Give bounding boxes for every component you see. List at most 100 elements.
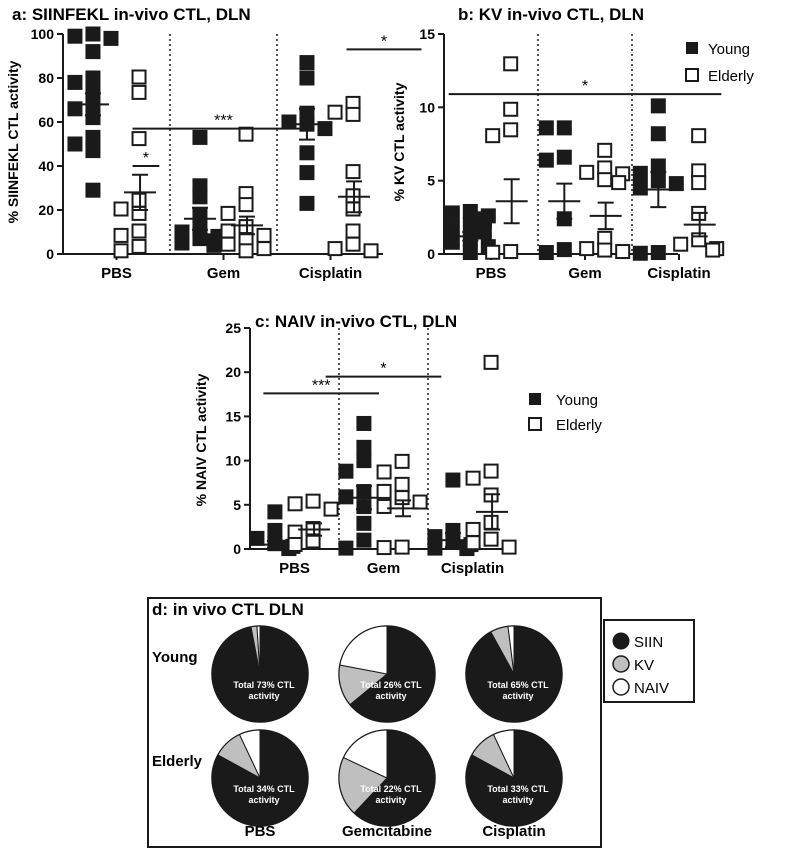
pie-total-label: Total 73% CTL	[233, 680, 295, 690]
chart-b-point-elderly	[673, 236, 689, 252]
pie-slice-naiv	[492, 729, 515, 779]
chart-a-ytick-label: 40	[38, 158, 54, 174]
chart-c-point-elderly	[394, 476, 410, 492]
chart-a-point-young	[206, 237, 222, 253]
chart-c-point-elderly	[483, 531, 499, 547]
legend-c-elderly-label: Elderly	[556, 417, 602, 434]
chart-a-point-elderly	[131, 238, 147, 254]
pie-total-label: activity	[502, 691, 533, 701]
chart-b-point-elderly	[485, 128, 501, 144]
chart-c-point-elderly	[465, 470, 481, 486]
chart-c-point-elderly	[376, 483, 392, 499]
chart-a-point-young	[299, 70, 315, 86]
legend-c-young-swatch	[529, 393, 541, 405]
chart-a-category-label: Cisplatin	[299, 265, 362, 282]
chart-b-title: b: KV in-vivo CTL, DLN	[458, 5, 644, 24]
chart-c-ytick-label: 0	[233, 541, 241, 557]
chart-c-point-young	[445, 472, 461, 488]
legend-b-elderly-swatch	[685, 68, 699, 82]
chart-c-point-young	[445, 522, 461, 538]
chart-c-category-label: Gem	[367, 560, 400, 577]
chart-b-ytick-label: 15	[419, 26, 435, 42]
chart-c-significance-label: *	[380, 361, 386, 378]
legend-c-young-label: Young	[556, 392, 598, 409]
pie-slice-naiv	[256, 625, 261, 675]
chart-b-point-elderly	[705, 242, 721, 258]
pie-total-label: activity	[248, 691, 279, 701]
pie-total-label: Total 22% CTL	[360, 784, 422, 794]
pie-slice-siin	[211, 729, 309, 827]
chart-a-point-young	[85, 44, 101, 60]
chart-c-title: c: NAIV in-vivo CTL, DLN	[255, 312, 457, 331]
chart-a-category-label: Gem	[207, 265, 240, 282]
chart-b-point-young	[462, 203, 478, 219]
chart-a-title: a: SIINFEKL in-vivo CTL, DLN	[12, 5, 251, 24]
chart-b-point-young	[632, 165, 648, 181]
chart-c-point-young	[356, 439, 372, 455]
legend-d-siin-swatch	[612, 632, 630, 650]
pie-slice-siin	[465, 729, 563, 827]
chart-c-point-elderly	[305, 493, 321, 509]
chart-b-point-young	[538, 152, 554, 168]
chart-a-point-elderly	[363, 243, 379, 259]
pie-col-cis-label: Cisplatin	[482, 823, 545, 840]
chart-c-point-elderly	[394, 453, 410, 469]
pie-slice-siin	[349, 625, 436, 723]
pie-slice-siin	[353, 729, 436, 827]
chart-a-point-young	[192, 129, 208, 145]
chart-b-point-elderly	[503, 56, 519, 72]
chart-a-point-elderly	[220, 236, 236, 252]
chart-a-significance-label: *	[381, 33, 387, 50]
chart-c-point-young	[338, 540, 354, 556]
chart-a-point-young	[85, 129, 101, 145]
legend-b-young-swatch	[686, 42, 698, 54]
chart-b-point-elderly	[579, 241, 595, 257]
chart-c-point-elderly	[501, 539, 517, 555]
chart-b-significance-label: *	[582, 78, 588, 95]
chart-a-point-young	[192, 231, 208, 247]
chart-a-point-elderly	[327, 241, 343, 257]
chart-c-point-young	[427, 540, 443, 556]
pie-slice-naiv	[238, 729, 261, 779]
chart-c-point-young	[249, 530, 265, 546]
chart-c-point-elderly	[376, 498, 392, 514]
chart-a-ytick-label: 0	[46, 246, 54, 262]
legend-d-naiv-label: NAIV	[634, 680, 669, 697]
pie-total-label: activity	[375, 691, 406, 701]
pie-total-label: activity	[248, 795, 279, 805]
chart-a-ylabel: % SIINFEKL CTL activity	[5, 60, 21, 223]
chart-c-ylabel: % NAIV CTL activity	[193, 373, 209, 506]
pie-row-young-label: Young	[152, 649, 198, 666]
pie-panel-frame	[147, 597, 602, 848]
pie-slice-naiv	[339, 625, 388, 675]
chart-b-point-young	[444, 220, 460, 236]
chart-a-point-young	[299, 55, 315, 71]
chart-b-point-young	[632, 180, 648, 196]
legend-b-young-label: Young	[708, 41, 750, 58]
chart-b-ytick-label: 0	[427, 246, 435, 262]
chart-c-point-young	[338, 463, 354, 479]
chart-a-point-young	[192, 189, 208, 205]
chart-a-ytick-label: 100	[31, 26, 55, 42]
chart-a-point-young	[85, 182, 101, 198]
chart-b-category-label: Gem	[568, 265, 601, 282]
pie-col-pbs-label: PBS	[245, 823, 276, 840]
chart-b-category-label: PBS	[476, 265, 507, 282]
chart-c-point-young	[356, 415, 372, 431]
chart-c-category-label: PBS	[279, 560, 310, 577]
legend-d-siin-label: SIIN	[634, 634, 663, 651]
chart-c-ytick-label: 25	[225, 320, 241, 336]
chart-c-point-elderly	[465, 535, 481, 551]
chart-b-point-young	[538, 245, 554, 261]
legend-c: Young Elderly	[528, 392, 602, 434]
chart-c-ytick-label: 20	[225, 364, 241, 380]
chart-a-point-elderly	[327, 104, 343, 120]
chart-a-point-elderly	[256, 241, 272, 257]
chart-a-point-elderly	[238, 197, 254, 213]
legend-c-elderly-swatch	[528, 417, 542, 431]
chart-c-point-elderly	[287, 536, 303, 552]
chart-a-point-young	[67, 74, 83, 90]
chart-c-point-young	[356, 453, 372, 469]
chart-a-ytick-label: 20	[38, 202, 54, 218]
chart-a-point-young	[281, 114, 297, 130]
